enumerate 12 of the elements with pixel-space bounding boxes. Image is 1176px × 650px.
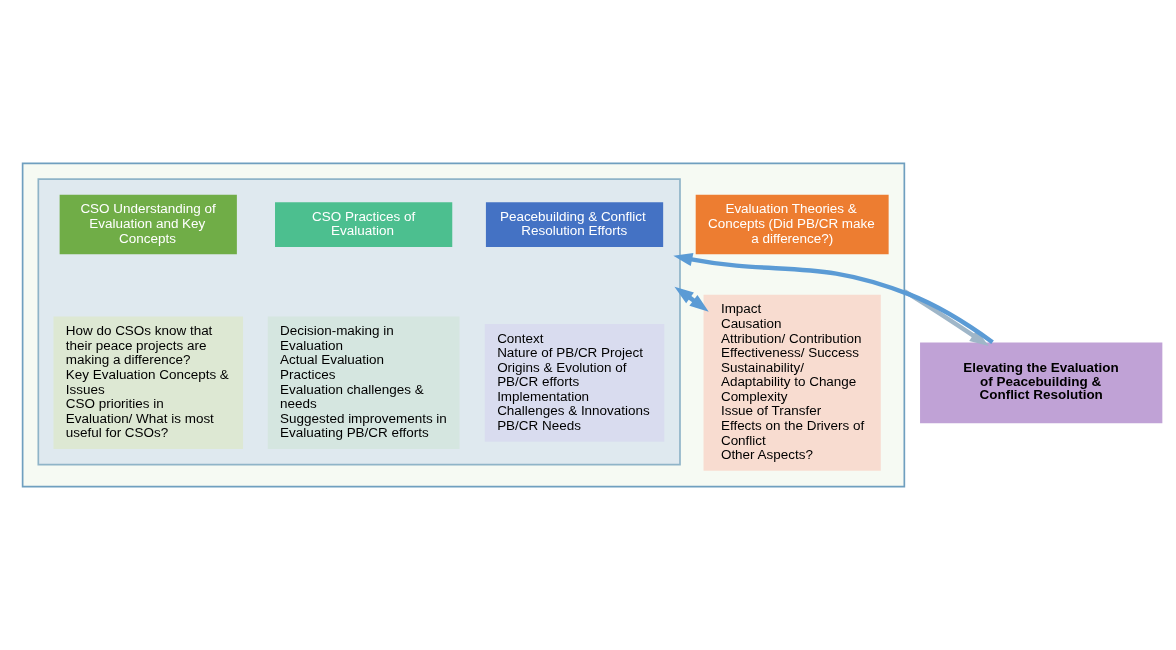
node-box: Impact Causation Attribution/ Contribution Effectiveness/ Success Sustainability/ Adaptability to Change Complexity Issue of Transfer Effects on the Drivers of Conflict Other Aspects? (703, 294, 881, 471)
arrow (903, 289, 989, 346)
node-box: CSO Practices of Evaluation (275, 202, 453, 248)
node-box: Peacebuilding & Conflict Resolution Efforts (485, 202, 664, 248)
cluster (37, 178, 681, 466)
node-box: Elevating the Evaluation of Peacebuilding & Conflict Resolution (920, 342, 1163, 424)
node-box: Evaluation Theories & Concepts (Did PB/CR make a difference?) (695, 194, 889, 255)
arrow (673, 252, 994, 345)
cluster (21, 162, 906, 488)
arrow (674, 286, 709, 312)
node-box: How do CSOs know that their peace projects are making a difference? Key Evaluation Concepts & Issues CSO priorities in Evaluation/ What is most useful for CSOs? (53, 316, 244, 449)
node-box: CSO Understanding of Evaluation and Key Concepts (59, 194, 237, 255)
